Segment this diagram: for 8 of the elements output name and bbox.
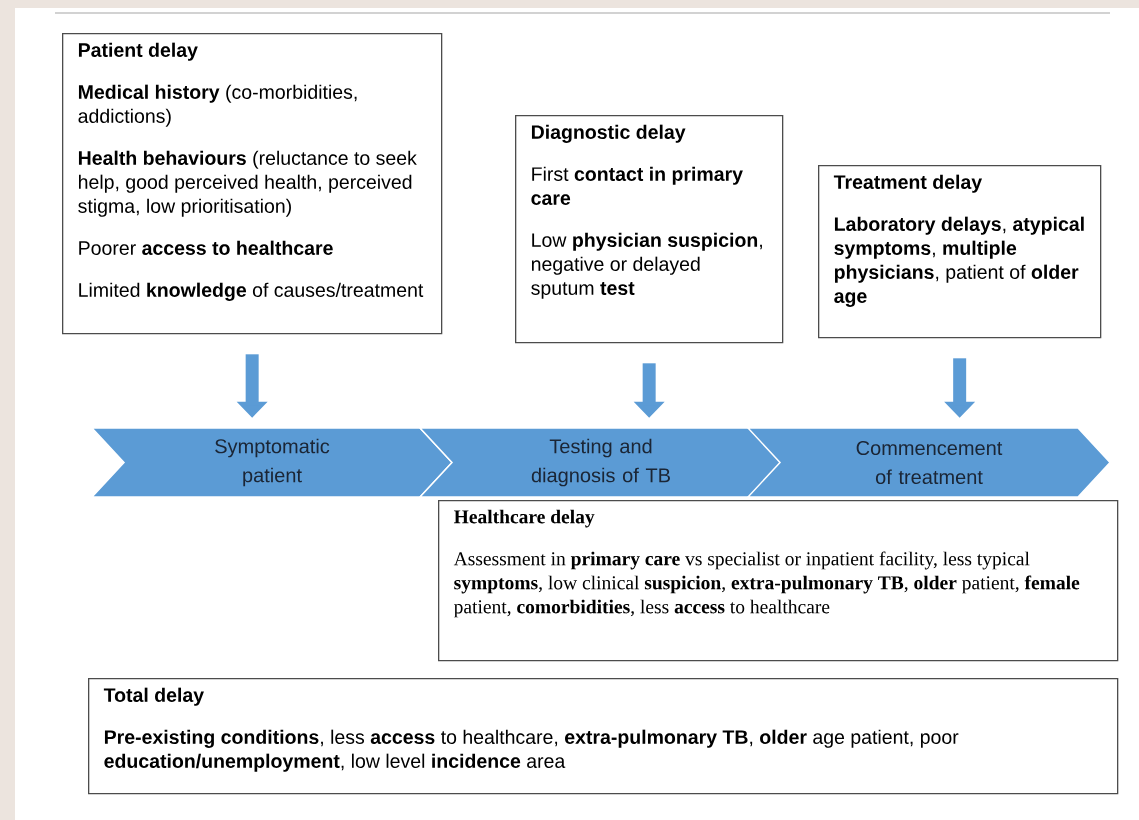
text-box: Healthcare delay Assessment in primary care vs specialist or inpatient facility, less typical symptoms, low clinical suspicion, extra-pulmonary TB, older patient, female patient, comorbidities, less access to healthcare	[438, 500, 1119, 662]
process-step: Commencement of treatment	[746, 427, 1112, 498]
text-box: Diagnostic delay First contact in primary care Low physician suspicion, negative or delayed sputum test	[515, 115, 784, 344]
text-box: Total delay Pre-existing conditions, less access to healthcare, extra-pulmonary TB, older age patient, poor education/unemployment, low level incidence area	[88, 678, 1119, 795]
process-step: Testing and diagnosis of TB	[418, 427, 784, 498]
process-step: Symptomatic patient	[90, 427, 454, 498]
text-box: Patient delay Medical history (co-morbidities, addictions) Health behaviours (reluctance to seek help, good perceived health, perceived stigma, low prioritisation) Poorer access to healthcare Limited knowledge of causes/treatment	[62, 33, 443, 335]
text-box: Treatment delay Laboratory delays, atypical symptoms, multiple physicians, patient of older age	[818, 165, 1102, 339]
